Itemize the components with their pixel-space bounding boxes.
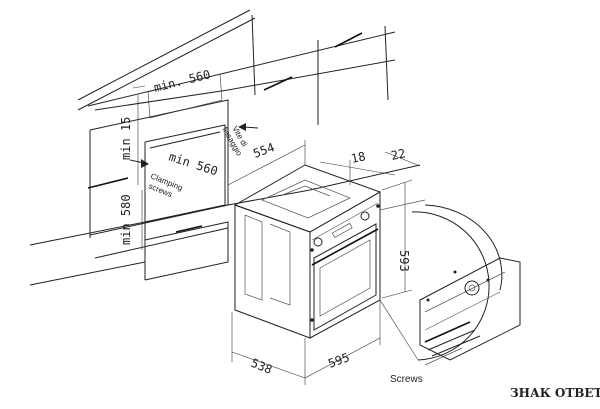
arrow-left-icon: [238, 123, 246, 131]
watermark: ЗНАК ОТВЕТА: [510, 386, 600, 400]
cabinet-handle: [334, 32, 363, 48]
label-screws: Screws: [390, 374, 423, 385]
dim-538: 538: [249, 356, 274, 377]
dim-min-560-top: min. 560: [152, 67, 211, 95]
dim-18: 18: [350, 149, 367, 166]
oven: [233, 164, 382, 339]
dim-554: 554: [251, 140, 276, 161]
drawer-handle: [175, 225, 203, 233]
arrows: [129, 123, 259, 168]
upper-cabinets: [77, 9, 396, 125]
control-knob-icon: [360, 211, 370, 221]
zoom-screw-icon: [464, 280, 480, 296]
drawer-handle: [87, 177, 129, 189]
arrow-right-icon: [141, 159, 149, 168]
cabinet-handle: [263, 76, 293, 91]
display-panel: [331, 222, 353, 238]
control-knob-icon: [313, 237, 323, 247]
niche-dimension-box: [132, 73, 223, 250]
dim-min-15: min 15: [119, 117, 133, 160]
screw-detail-callout: [379, 199, 521, 366]
dim-22: 22: [390, 146, 407, 163]
oven-dimension-lines: [227, 140, 421, 385]
dim-min-580: min 580: [119, 194, 133, 245]
dim-595: 595: [326, 350, 351, 371]
dim-593: 593: [397, 250, 411, 272]
oven-door-handle: [311, 228, 379, 266]
dim-min-560-mid: min 560: [167, 150, 219, 179]
